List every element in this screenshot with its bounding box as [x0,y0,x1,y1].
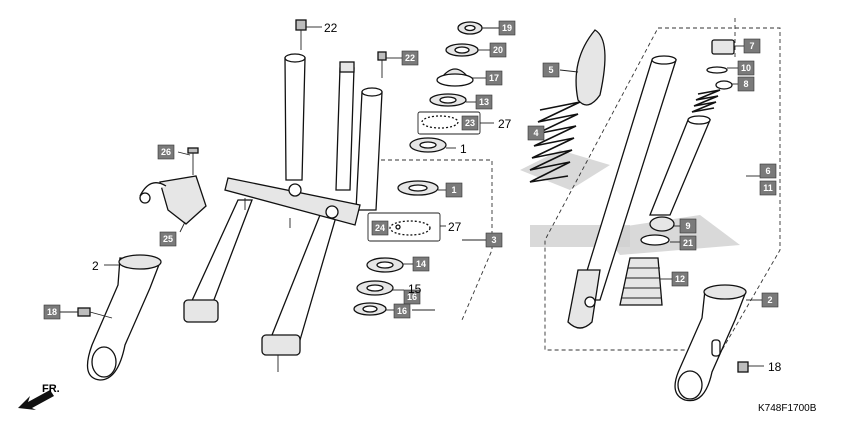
diagram-code: K748F1700B [758,403,817,414]
top-cap-parts [691,39,735,113]
spring-bullet-5 [575,29,606,106]
callout-13: 13 [479,97,489,107]
callout-plain-labels: 22 27 1 27 2 15 18 [92,21,782,374]
callout-20: 20 [493,45,503,55]
callout-18-box: 18 [47,307,57,317]
callout-24: 24 [375,223,385,233]
callout-21: 21 [683,238,693,248]
callout-1-plain: 1 [460,142,467,156]
callout-6: 6 [765,166,770,176]
callout-leaders [60,26,764,367]
callout-23: 23 [465,118,475,128]
dust-boot-12 [619,257,663,306]
callout-1-box: 1 [451,185,456,195]
callout-19: 19 [502,23,512,33]
callout-4: 4 [533,128,538,138]
callout-10: 10 [741,63,751,73]
callout-2-plain: 2 [92,259,99,273]
callout-9: 9 [685,221,690,231]
callout-15: 15 [408,282,422,296]
bearing-stack-top [409,21,483,153]
callout-27-upper: 27 [498,117,512,131]
callout-11: 11 [763,183,773,193]
callout-25: 25 [163,234,173,244]
group-24-frame [367,212,441,242]
assembly-outline-left [360,159,493,321]
damper-rod [649,115,711,216]
callout-5: 5 [548,65,553,75]
callout-16-upper: 16 [407,292,417,302]
callout-8: 8 [743,79,748,89]
assembly-outline-right [544,27,781,351]
callout-14: 14 [416,259,426,269]
callout-boxes [43,20,779,320]
callout-7: 7 [749,41,754,51]
front-direction-arrow: FR. [18,383,60,410]
callout-12: 12 [675,274,685,284]
callout-26: 26 [161,147,171,157]
callout-3: 3 [491,235,496,245]
spring-4 [529,101,581,183]
fork-tube-6 [567,55,677,329]
lock-assembly [139,147,207,225]
lower-fork-cover-right [674,284,749,402]
seal-parts [640,216,675,246]
callout-17: 17 [489,73,499,83]
direction-label: FR. [42,383,60,395]
callout-2-box: 2 [767,295,772,305]
callout-22-plain: 22 [324,21,338,35]
fork-tubes-assembly [183,19,387,372]
bearing-stack-lower [353,180,439,316]
callout-16-lower: 16 [397,306,407,316]
lower-fork-cover-left [77,254,162,381]
callout-27-lower: 27 [448,220,462,234]
callout-18-plain: 18 [768,360,782,374]
callout-box-labels: 19 20 22 17 13 23 5 7 10 8 4 6 11 26 1 2… [47,23,773,317]
callout-22-box: 22 [405,53,415,63]
